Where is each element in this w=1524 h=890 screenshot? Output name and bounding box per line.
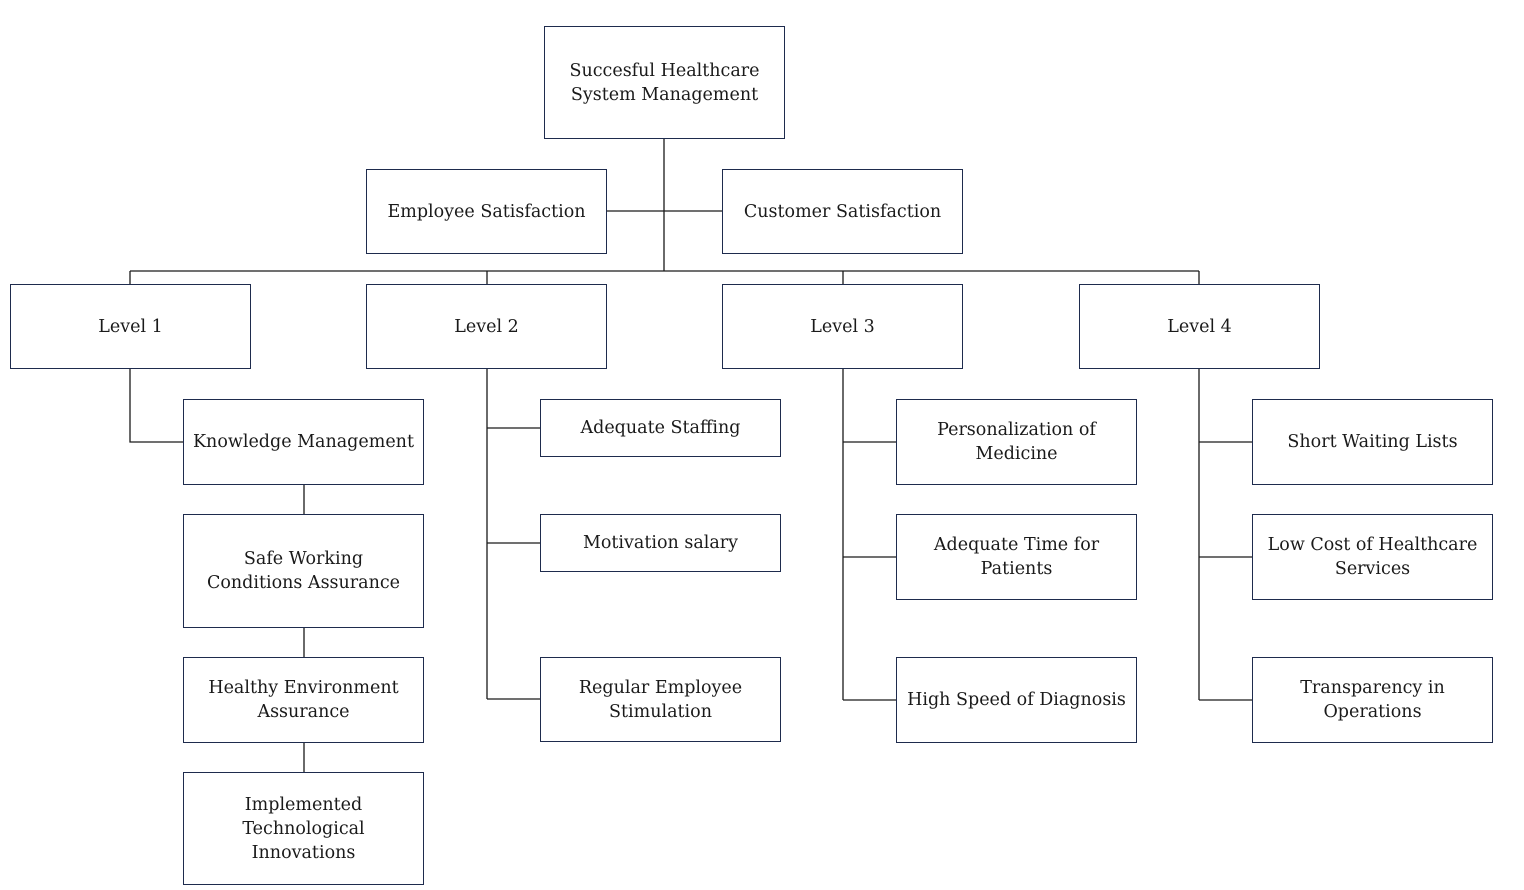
level-2-item-label: Adequate Staffing [580,418,741,438]
level-3-item-adequate-time: Adequate Time for Patients [896,514,1137,600]
level-1-item-healthy-environment: Healthy Environment Assurance [183,657,424,743]
level-2-item-regular-stimulation: Regular Employee Stimulation [540,657,781,742]
root-node: Succesful Healthcare System Management [544,26,785,139]
level-2-item-label: Motivation salary [582,533,739,553]
level-4-item-label: Short Waiting Lists [1287,432,1458,452]
level-1-item-knowledge-management: Knowledge Management [183,399,424,485]
level-3-label: Level 3 [810,316,875,337]
level-1-item-label: Knowledge Management [192,432,414,452]
level-4-item-short-waiting-lists: Short Waiting Lists [1252,399,1493,485]
level-1-item-label: Safe Working Conditions Assurance [206,549,401,593]
level-3-item-personalization: Personalization of Medicine [896,399,1137,485]
level-1-item-technological-innovations: Implemented Technological Innovations [183,772,424,885]
level-1-item-safe-working-conditions: Safe Working Conditions Assurance [183,514,424,628]
level-1-item-label: Healthy Environment Assurance [208,678,399,722]
level-2-item-label: Regular Employee Stimulation [578,677,743,722]
employee-satisfaction-node: Employee Satisfaction [366,169,607,254]
level-3-item-label: High Speed of Diagnosis [907,690,1126,710]
level-4-item-label: Transparency in Operations [1300,678,1445,722]
level-1-item-label: Implemented Technological Innovations [242,794,365,863]
level-4-item-transparency: Transparency in Operations [1252,657,1493,743]
root-node-label: Succesful Healthcare System Management [569,60,760,105]
level-3-item-label: Adequate Time for Patients [933,535,1100,579]
level-3-node: Level 3 [722,284,963,369]
level-2-label: Level 2 [454,316,519,337]
level-2-item-adequate-staffing: Adequate Staffing [540,399,781,457]
level-3-item-label: Personalization of Medicine [937,420,1096,464]
level-4-node: Level 4 [1079,284,1320,369]
level-2-node: Level 2 [366,284,607,369]
customer-satisfaction-label: Customer Satisfaction [743,201,942,222]
employee-satisfaction-label: Employee Satisfaction [387,201,586,222]
connector-level-1-item-1 [129,369,183,443]
level-1-node: Level 1 [10,284,251,369]
level-2-item-motivation-salary: Motivation salary [540,514,781,572]
level-4-item-low-cost: Low Cost of Healthcare Services [1252,514,1493,600]
level-3-item-high-speed-diagnosis: High Speed of Diagnosis [896,657,1137,743]
level-1-label: Level 1 [98,316,163,337]
customer-satisfaction-node: Customer Satisfaction [722,169,963,254]
level-4-label: Level 4 [1167,316,1232,337]
level-4-item-label: Low Cost of Healthcare Services [1267,535,1478,579]
